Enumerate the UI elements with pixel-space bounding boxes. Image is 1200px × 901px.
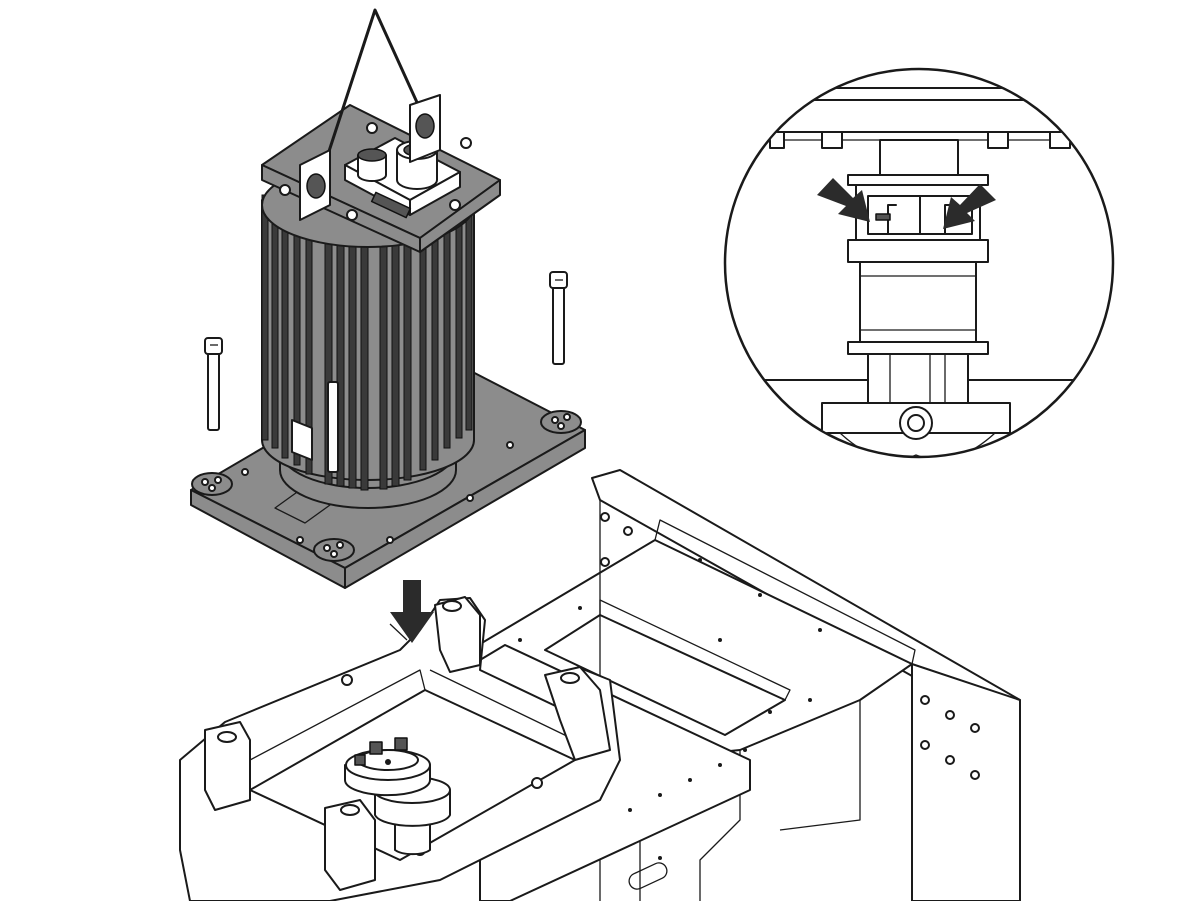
- detail-arrow-left: [817, 178, 870, 222]
- detail-arrow-right: [943, 184, 996, 229]
- motor-cooling-fins: [261, 194, 473, 491]
- cradle-boss-left: [204, 721, 251, 811]
- motor-unit: [261, 104, 501, 509]
- drive-coupling: [344, 737, 451, 856]
- motor-side-port: [291, 419, 313, 461]
- insertion-arrow: [389, 580, 434, 643]
- mounting-bolt-right: [549, 271, 568, 365]
- lifting-sling: [299, 8, 441, 221]
- frame-holes: [518, 512, 980, 860]
- machine-frame: [179, 469, 1021, 901]
- motor-base-plate: [190, 349, 586, 589]
- motor-side-rod: [327, 381, 339, 473]
- cradle-boss-front: [324, 799, 376, 891]
- detail-magnifier: [723, 67, 1115, 459]
- base-corner-pads: [191, 410, 582, 562]
- mounting-bolt-left: [204, 337, 223, 431]
- cradle-boss-right: [544, 666, 611, 761]
- frame-slot: [628, 862, 668, 890]
- cradle-boss-back: [434, 596, 481, 673]
